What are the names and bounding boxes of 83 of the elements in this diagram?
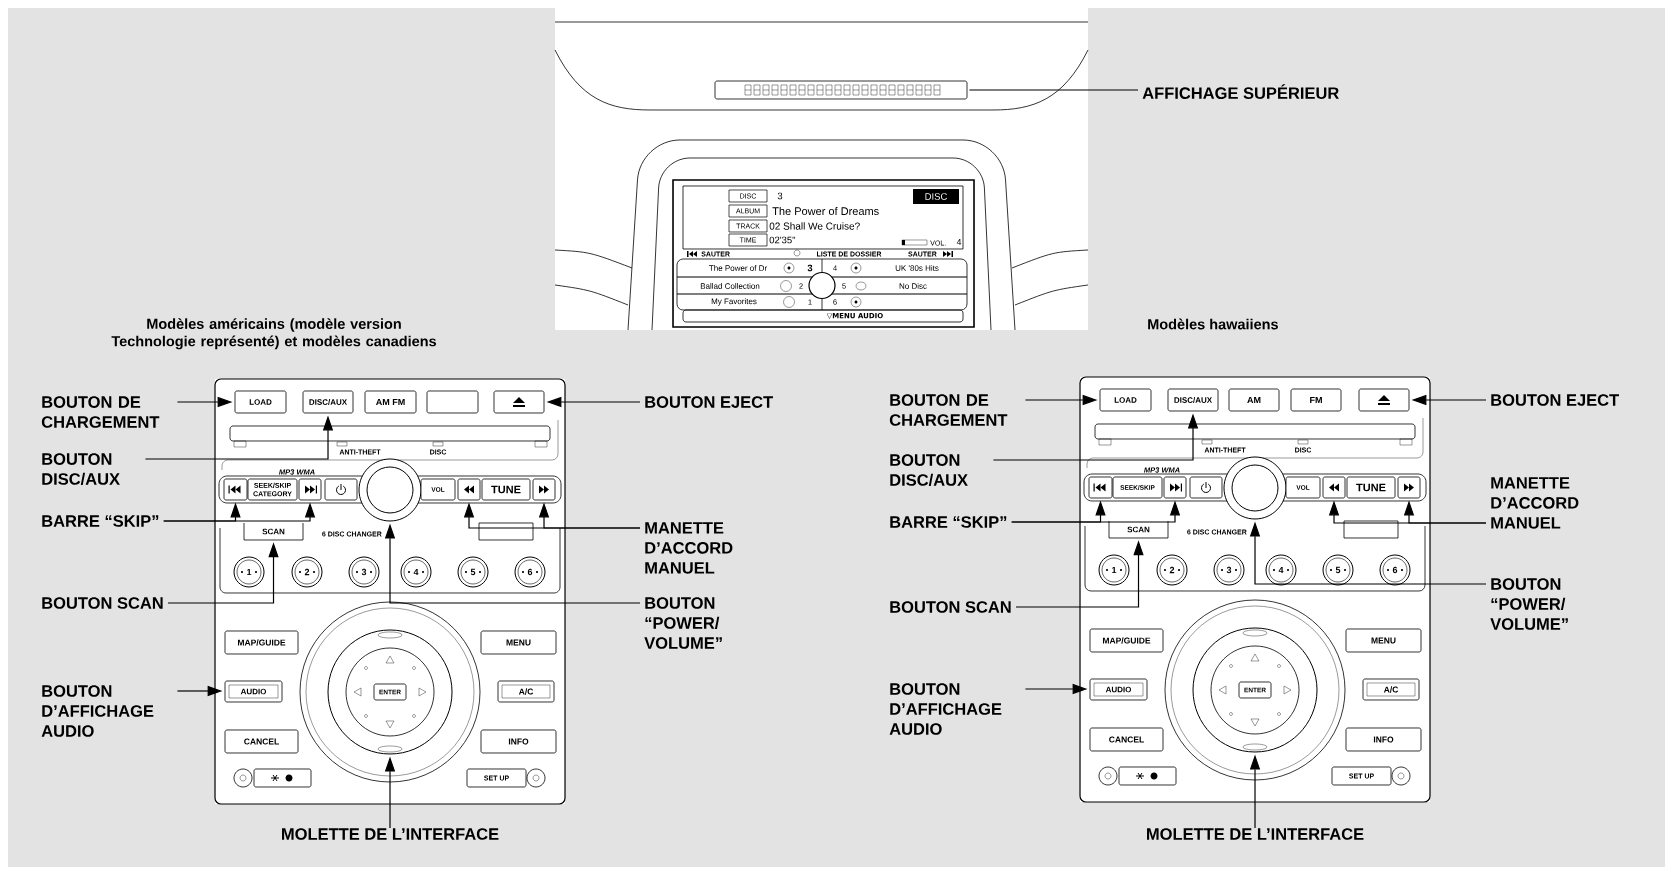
eject-button: [1358, 388, 1410, 412]
preset-button: 6: [514, 556, 546, 588]
callout-label: BOUTON “POWER/ VOLUME”: [1490, 578, 1568, 630]
screen-text: The Power of Dreams: [772, 206, 879, 216]
preset-button: 2: [1156, 554, 1188, 586]
list-text: My Favorites: [711, 298, 757, 306]
button: MAP/GUIDE: [1089, 628, 1164, 653]
callout-label: BOUTON SCAN: [42, 597, 163, 609]
button: TUNE: [1346, 476, 1396, 499]
preset-button: 4: [1265, 554, 1297, 586]
callout-label: BOUTON EJECT: [645, 396, 773, 408]
button: CANCEL: [1089, 727, 1164, 752]
volume-knob: [1223, 456, 1287, 520]
button: FM: [1290, 388, 1342, 412]
button: MENU: [480, 630, 557, 655]
tune-button: [1322, 476, 1346, 499]
callout-label: BOUTON DE CHARGEMENT: [889, 394, 1008, 426]
button: DISC/AUX: [302, 390, 354, 414]
skip-button: [298, 478, 322, 501]
interface-dial: [327, 629, 453, 755]
preset-button: 5: [1322, 554, 1354, 586]
preset-button: 1: [1098, 554, 1130, 586]
preset-button: 1: [233, 556, 265, 588]
callout-label: BOUTON SCAN: [890, 601, 1011, 613]
list-text: The Power of Dr: [709, 265, 767, 271]
preset-button: 5: [457, 556, 489, 588]
callout-label: BOUTON DE CHARGEMENT: [41, 396, 160, 428]
callout-label: MOLETTE DE L’INTERFACE: [282, 828, 499, 840]
tune-button: [1397, 476, 1421, 499]
button: AM: [1228, 388, 1280, 412]
callout-label: BOUTON DISC/AUX: [890, 454, 968, 487]
mode-indicator: DISC: [913, 189, 959, 204]
button: LOAD: [234, 390, 287, 414]
button: A/C: [497, 680, 555, 703]
heading: Modèles américains (modèle version Technologie représenté) et modèles canadiens: [111, 318, 437, 350]
button: AUDIO: [224, 680, 283, 703]
callout-label: BOUTON D’AFFICHAGE AUDIO: [889, 683, 1002, 735]
screen-text: 4: [956, 239, 962, 245]
tune-button: [532, 478, 556, 501]
button: DISC/AUX: [1167, 388, 1219, 412]
preset-button: 4: [400, 556, 432, 588]
segment-display: [714, 80, 968, 100]
button: INFO: [1345, 727, 1422, 752]
list-text: No Disc: [899, 283, 927, 289]
callout-label: MANETTE D’ACCORD MANUEL: [645, 522, 733, 574]
preset-button: 6: [1379, 554, 1411, 586]
skip-button: [1088, 476, 1113, 499]
screen-text: 02'35": [769, 236, 796, 244]
preset-button: 3: [348, 556, 380, 588]
callout-label: BARRE “SKIP”: [890, 516, 1007, 528]
callout-label: MANETTE D’ACCORD MANUEL: [1491, 477, 1579, 529]
callout-label: BOUTON “POWER/ VOLUME”: [644, 597, 722, 649]
callout-label: AFFICHAGE SUPÉRIEUR: [1142, 84, 1339, 99]
skip-button: [223, 478, 248, 501]
list-text: UK '80s Hits: [895, 265, 939, 271]
button: MENU: [1345, 628, 1422, 653]
list-text: Ballad Collection: [700, 283, 760, 289]
list-text: 3: [807, 264, 813, 272]
button: AM FM: [364, 390, 417, 414]
button: CANCEL: [224, 729, 299, 754]
skip-button: [1163, 476, 1187, 499]
tune-button: [457, 478, 481, 501]
button: AUDIO: [1089, 678, 1148, 701]
interface-dial: [1192, 627, 1318, 753]
heading: Modèles hawaiiens: [1148, 318, 1278, 330]
button: TUNE: [481, 478, 531, 501]
callout-label: MOLETTE DE L’INTERFACE: [1147, 828, 1364, 840]
screen-text: 3: [777, 192, 783, 200]
callout-label: BOUTON DISC/AUX: [42, 453, 120, 486]
callout-label: BOUTON EJECT: [1491, 394, 1619, 406]
eject-button: [493, 390, 545, 414]
preset-button: 3: [1213, 554, 1245, 586]
button: A/C: [1362, 678, 1420, 701]
scan-button: SCAN: [243, 522, 304, 541]
callout-label: BARRE “SKIP”: [42, 515, 159, 527]
screen-text: 02 Shall We Cruise?: [769, 222, 860, 230]
button: LOAD: [1099, 388, 1152, 412]
volume-knob: [358, 458, 422, 522]
preset-button: 2: [291, 556, 323, 588]
button: MAP/GUIDE: [224, 630, 299, 655]
callout-label: BOUTON D’AFFICHAGE AUDIO: [41, 685, 154, 737]
button: INFO: [480, 729, 557, 754]
scan-button: SCAN: [1108, 520, 1169, 539]
